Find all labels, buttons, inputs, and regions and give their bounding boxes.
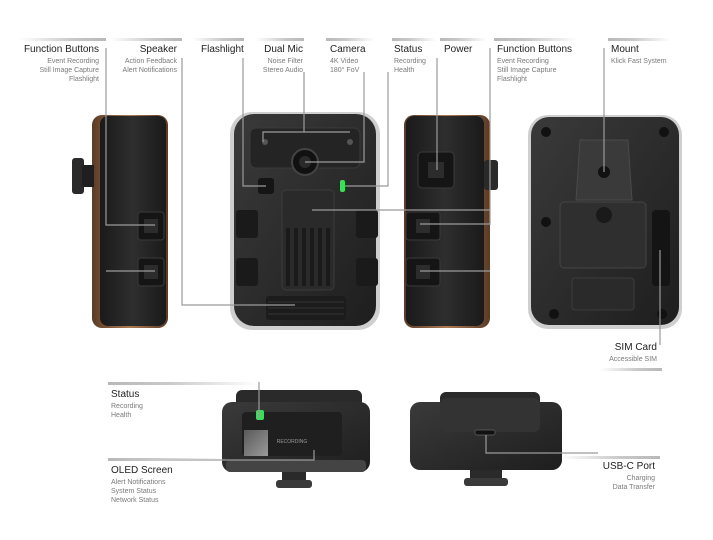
callout-usb-c-port: USB-C Port Charging Data Transfer	[602, 461, 655, 492]
callout-dual-mic: Dual Mic Noise Filter Stereo Audio	[262, 44, 303, 75]
callout-oled-screen: OLED Screen Alert Notifications System S…	[111, 465, 173, 505]
right-side-view	[404, 115, 498, 328]
oled-screen-text: RECORDING	[277, 439, 308, 445]
callout-function-buttons-right: Function Buttons Event Recording Still I…	[497, 44, 573, 84]
callout-sim-card: SIM Card Accessible SIM	[609, 342, 657, 364]
left-side-view	[72, 115, 168, 328]
callout-title: Function Buttons	[23, 44, 99, 55]
callout-function-buttons-left: Function Buttons Event Recording Still I…	[23, 44, 99, 84]
callout-status-top: Status Recording Health	[394, 44, 426, 75]
front-view	[230, 112, 380, 330]
top-view-oled: RECORDING	[222, 390, 370, 488]
callout-flashlight: Flashlight	[201, 44, 244, 55]
callout-power: Power	[444, 44, 473, 55]
callout-camera: Camera 4K Video 180° FoV	[330, 44, 366, 75]
callout-status-bottom: Status Recording Health	[111, 389, 143, 420]
back-view	[528, 115, 682, 329]
callout-mount: Mount Klick Fast System	[611, 44, 667, 66]
callout-speaker: Speaker Action Feedback Alert Notificati…	[122, 44, 177, 75]
